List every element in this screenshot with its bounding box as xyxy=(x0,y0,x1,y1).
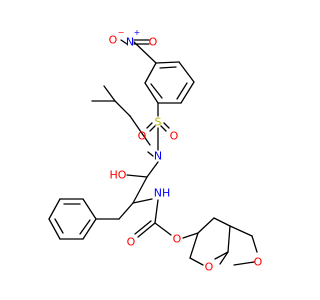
carbamate-oxygen-ester: O xyxy=(173,233,182,246)
sulfonyl-oxygen-right: O xyxy=(170,130,179,143)
hydroxyl-group: HO xyxy=(110,169,127,182)
molecule-diagram: O − N + O S O O N HO NH O O O O xyxy=(48,28,263,274)
sulfonamide-nitrogen: N xyxy=(154,150,162,163)
nitro-nitrogen-charge: + xyxy=(134,28,141,37)
furan-oxygen-right: O xyxy=(254,256,263,269)
nitro-nitrogen: N xyxy=(126,36,134,49)
bond-lines xyxy=(48,39,258,266)
nitro-oxygen-charge: − xyxy=(118,28,125,37)
sulfonyl-oxygen-left: O xyxy=(138,130,147,143)
amide-nh: NH xyxy=(154,187,171,200)
sulfonyl-sulfur: S xyxy=(155,116,162,129)
carbamate-oxygen-carbonyl: O xyxy=(127,236,136,249)
nitro-oxygen-right: O xyxy=(149,36,158,49)
furan-oxygen-left: O xyxy=(205,261,214,274)
atom-labels: O − N + O S O O N HO NH O O O O xyxy=(109,28,263,274)
nitro-oxygen-left: O xyxy=(109,34,118,47)
